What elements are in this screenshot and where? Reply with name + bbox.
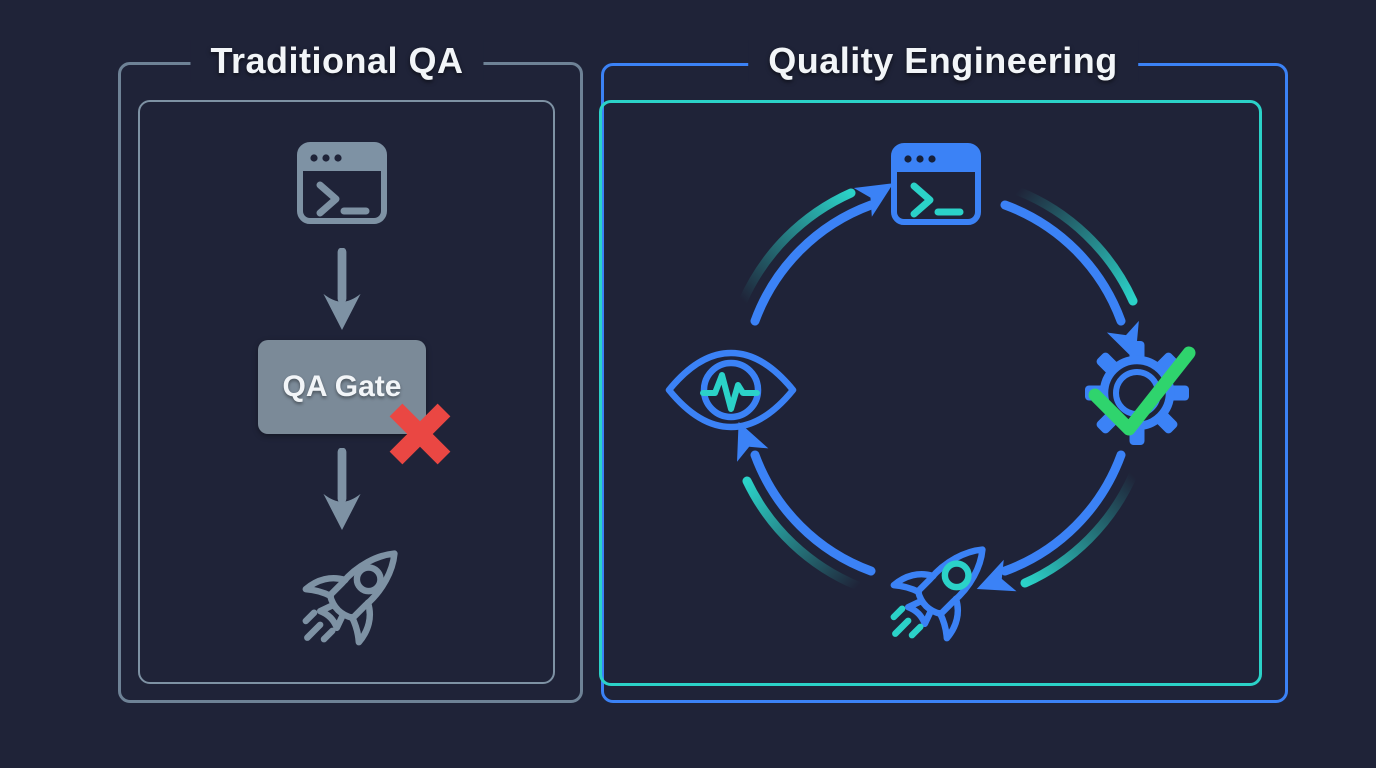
gear-check-icon: [1085, 341, 1196, 445]
eye-monitoring-icon: [665, 349, 797, 431]
terminal-window-icon: [297, 142, 387, 224]
qa-gate-label: QA Gate: [282, 370, 402, 403]
rocket-icon: [302, 550, 398, 646]
terminal-window-icon: [891, 143, 981, 225]
cycle-arrow-icon: [738, 183, 894, 326]
rocket-icon: [890, 546, 986, 642]
x-mark-icon: [389, 403, 451, 465]
right-panel-frame-inner: [599, 100, 1262, 686]
cycle-arrow-icon: [737, 421, 876, 591]
left-panel-title: Traditional QA: [190, 40, 484, 82]
flow-arrow-down-icon: [323, 448, 361, 531]
right-panel-title: Quality Engineering: [748, 40, 1138, 82]
left-panel-frame-inner: [138, 100, 555, 684]
cycle-arrow-icon: [976, 450, 1138, 592]
flow-arrow-down-icon: [323, 248, 361, 331]
